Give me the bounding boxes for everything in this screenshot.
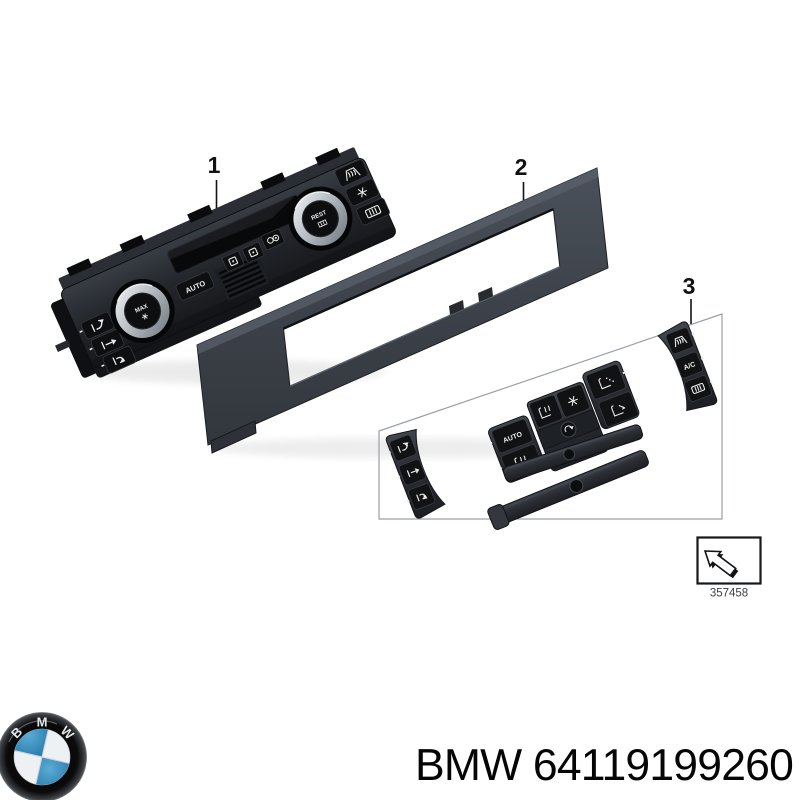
bezel-cutout-bottom-edge	[289, 266, 561, 387]
seat-ventilation-icon	[598, 377, 614, 390]
kit-trim-strip-lower	[487, 450, 649, 530]
airflow-bilevel-button	[89, 329, 125, 357]
recirculation-icon	[564, 425, 574, 433]
callout-2: 2	[515, 154, 528, 200]
kit-left-airflow-strip	[385, 428, 446, 519]
bezel-cutout-top-edge	[283, 208, 554, 330]
button-kit-outline-box	[378, 313, 723, 520]
reference-box: 357458	[696, 536, 762, 600]
kit-seat-heat-button-mid	[529, 394, 563, 428]
parking-light-button	[260, 228, 285, 251]
unit-auto-button: AUTO	[175, 271, 215, 301]
kit-airflow-floor-icon	[416, 493, 428, 502]
roundel-highlight	[8, 720, 58, 743]
kit-defrost-rear-icon	[691, 382, 706, 394]
direction-arrow-3d-icon	[703, 550, 739, 579]
bezel-foot-tab	[210, 420, 257, 454]
airflow-floor-button	[101, 345, 137, 374]
kit-airflow-bilevel-icon	[406, 468, 420, 478]
airflow-face-button	[79, 311, 115, 340]
defrost-windshield-icon	[345, 167, 361, 182]
airflow-floor-icon	[112, 356, 126, 366]
kit-ac-label: A/C	[683, 361, 697, 372]
callout-3-number: 3	[683, 273, 696, 299]
kit-seat-vent-button-bottom	[598, 391, 639, 427]
snowflake-icon	[357, 187, 368, 198]
reference-number: 357458	[710, 588, 748, 600]
seat-ventilation-icon-2	[611, 405, 626, 417]
parking-light-icon	[267, 234, 280, 244]
display-segment-button-right	[242, 242, 265, 263]
bezel-clip-tab-1	[449, 300, 464, 315]
kit-recirculation-button	[560, 421, 577, 438]
kit-snowflake-icon	[568, 395, 578, 406]
airflow-face-icon	[91, 319, 104, 332]
unit-face-lower-shade	[91, 227, 396, 369]
kit-airflow-face-button	[388, 434, 417, 462]
unit-snowflake-button	[345, 178, 380, 207]
kit-strip-lower-endcap	[487, 504, 510, 530]
rest-knob: REST	[288, 186, 353, 251]
display-segment-icon-2	[248, 247, 259, 258]
airflow-bilevel-icon	[101, 339, 117, 350]
kit-defrost-windshield-button	[665, 327, 695, 355]
roundel-letter-m: M	[37, 715, 48, 730]
kit-auto-button: AUTO	[489, 418, 533, 454]
kit-strip-lower-button	[569, 479, 584, 494]
unit-defrost-windshield-button	[334, 159, 369, 187]
unit-connector-pin	[55, 339, 71, 352]
roundel-quadrants	[14, 729, 70, 785]
kit-strip-upper-button	[563, 448, 576, 461]
unit-mounting-tabs	[66, 147, 341, 277]
trim-bezel	[196, 167, 609, 454]
bmw-roundel-logo: B M W	[0, 712, 87, 800]
kit-ac-button: A/C	[675, 351, 704, 379]
display-segment-button-left	[222, 251, 245, 272]
kit-airflow-floor-button	[406, 483, 436, 510]
unit-defrost-rear-button	[356, 197, 390, 226]
kit-trim-strip-upper	[503, 424, 643, 482]
max-ac-snowflake-icon	[142, 313, 148, 320]
rest-display-icon	[317, 219, 328, 228]
max-knob-label: MAX	[134, 304, 149, 315]
part-number-text: BMW 64119199260	[415, 741, 793, 790]
callout-1-number: 1	[208, 152, 221, 178]
kit-recirculation-bar	[537, 409, 600, 450]
display-segment-icon	[228, 256, 239, 267]
unit-seat-display-buttons	[222, 228, 285, 272]
kit-defrost-rear-button	[684, 375, 713, 402]
defrost-rear-icon	[364, 205, 382, 219]
bezel-clip-tab-2	[478, 287, 493, 302]
kit-airflow-bilevel-button	[397, 459, 426, 486]
callout-3: 3	[683, 273, 696, 324]
callout-2-number: 2	[515, 154, 528, 180]
kit-right-defrost-strip: A/C	[657, 321, 718, 412]
unit-airflow-buttons	[79, 311, 137, 374]
kit-seat-vent-button-top	[585, 364, 626, 400]
bezel-top-bevel	[197, 168, 599, 354]
unit-top-flange	[58, 147, 360, 292]
kit-snowflake-button	[556, 384, 590, 418]
unit-defrost-buttons	[334, 159, 390, 226]
kit-airflow-face-icon	[397, 442, 409, 453]
unit-display	[166, 194, 306, 274]
climate-control-unit: MAX AUTO	[51, 147, 396, 378]
kit-defrost-windshield-icon	[674, 335, 688, 348]
seat-heat-icon-2	[538, 405, 552, 419]
kit-center-cluster: AUTO	[488, 360, 640, 483]
max-ac-knob: MAX	[110, 278, 175, 343]
